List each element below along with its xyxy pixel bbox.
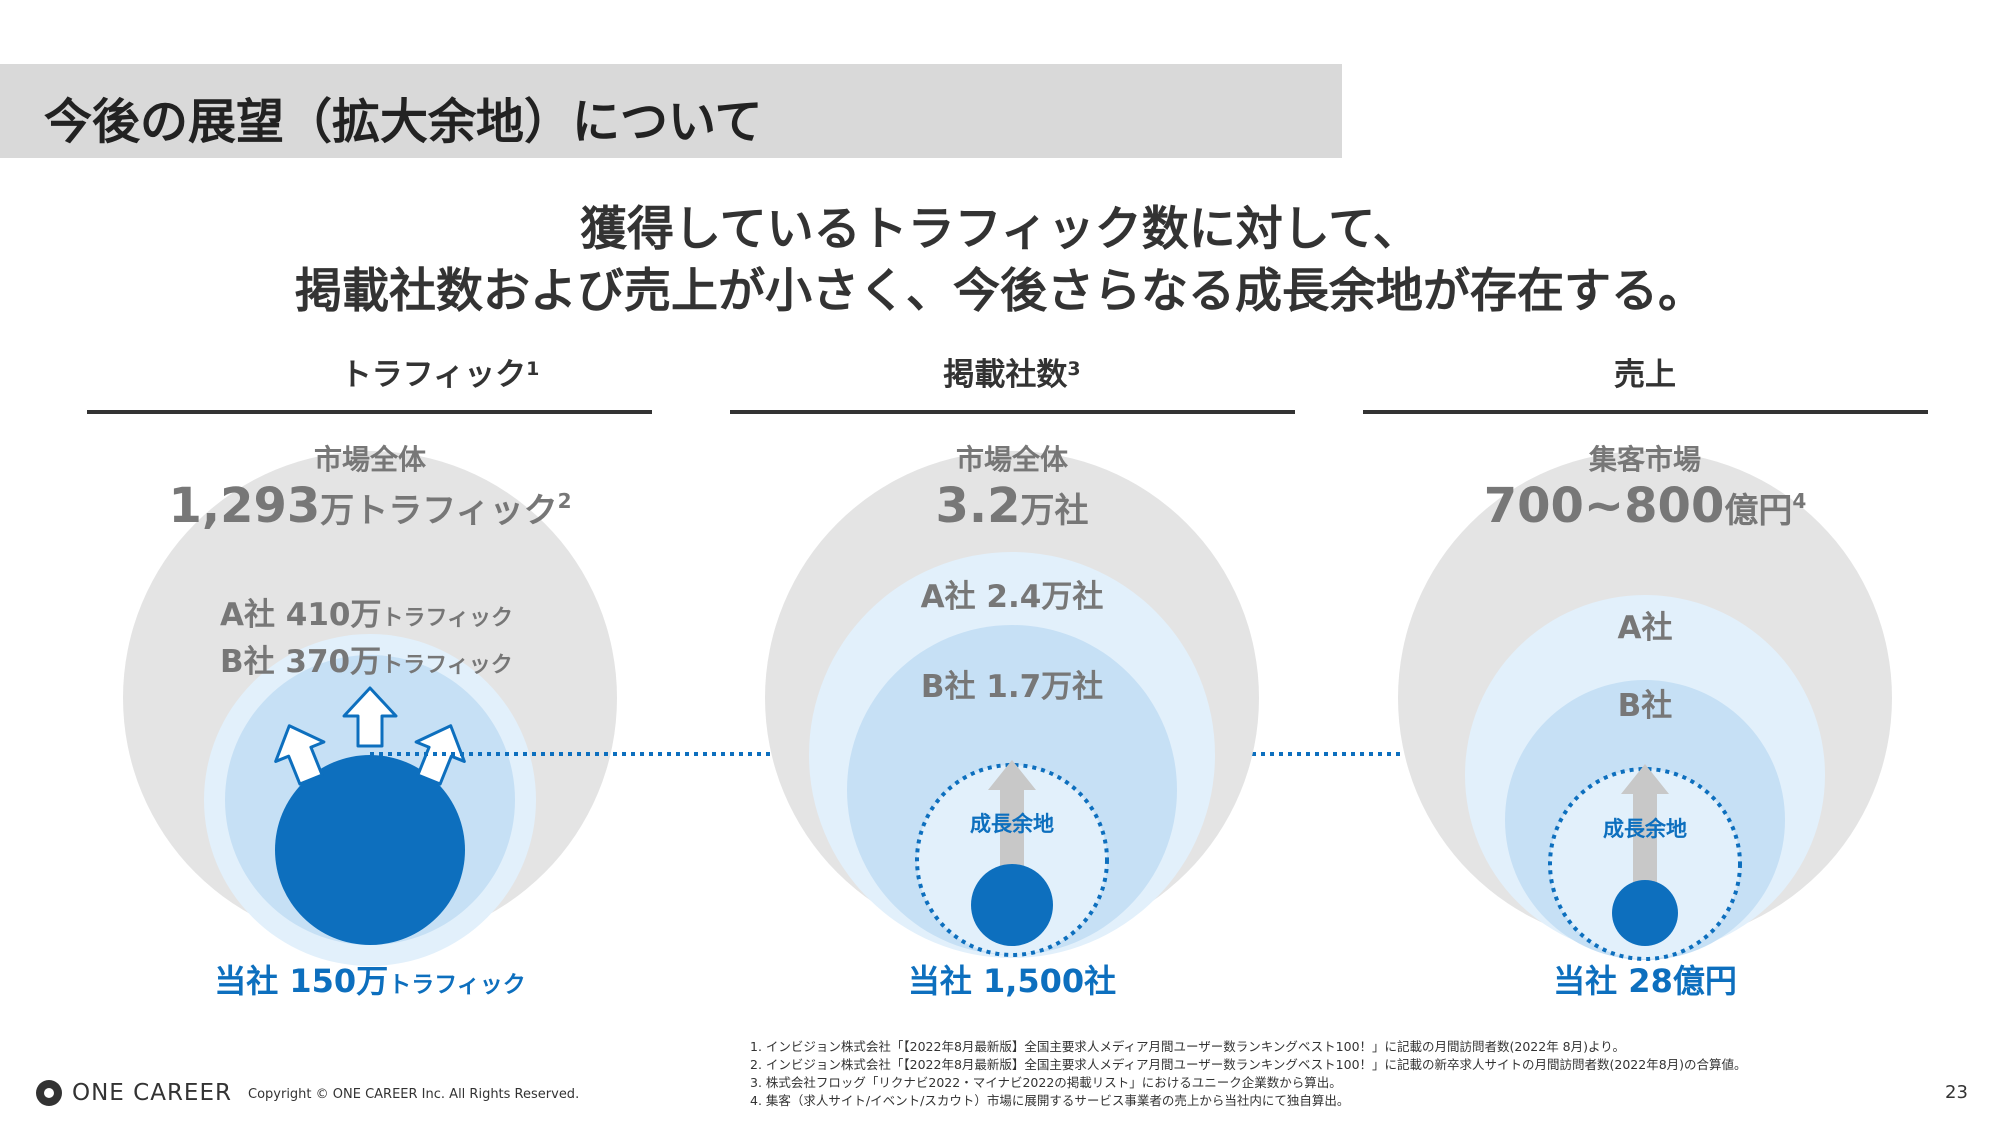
market-value: 1,293万トラフィック2 [168, 478, 571, 534]
growth-label: 成長余地 [970, 812, 1054, 836]
headline-line-2: 掲載社数および売上が小さく、今後さらなる成長余地が存在する。 [295, 264, 1705, 319]
column-header: 掲載社数3 [943, 357, 1080, 393]
company-b-label: B社 370万トラフィック [220, 644, 513, 680]
our-company-circle [275, 755, 465, 945]
market-value: 700~800億円4 [1484, 478, 1807, 534]
market-label: 集客市場 [1588, 443, 1701, 476]
growth-label: 成長余地 [1603, 817, 1687, 841]
our-company-circle [971, 864, 1053, 946]
growth-arrow-icon [1621, 764, 1669, 885]
footnote: 3. 株式会社フロッグ「リクナビ2022・マイナビ2022の掲載リスト」における… [750, 1075, 1342, 1090]
column-listings: 掲載社数3 市場全体 3.2万社 A社 2.4万社 B社 1.7万社 成長余地 … [730, 357, 1295, 1000]
market-label: 市場全体 [956, 443, 1069, 476]
logo-mark-icon [36, 1080, 62, 1106]
page-number: 23 [1945, 1082, 1968, 1103]
market-label: 市場全体 [314, 443, 427, 476]
column-header: 売上 [1614, 357, 1676, 393]
logo-text: ONE CAREER [72, 1080, 232, 1106]
our-company-circle [1612, 880, 1678, 946]
up-right-arrow-icon [414, 724, 466, 786]
footnote: 4. 集客（求人サイト/イベント/スカウト）市場に展開するサービス事業者の売上か… [750, 1093, 1350, 1108]
headline-line-1: 獲得しているトラフィック数に対して、 [580, 202, 1420, 257]
company-logo: ONE CAREER [36, 1080, 232, 1106]
footnote: 1. インビジョン株式会社「【2022年8月最新版】全国主要求人メディア月間ユー… [750, 1039, 1626, 1054]
our-company-label: 当社 1,500社 [908, 962, 1116, 1000]
company-b-label: B社 1.7万社 [921, 669, 1103, 705]
growth-arrow-icon [988, 760, 1036, 880]
page-title: 今後の展望（拡大余地）について [44, 94, 763, 150]
column-header: トラフィック1 [341, 357, 540, 393]
company-a-label: A社 [1618, 610, 1673, 646]
footnote: 2. インビジョン株式会社「【2022年8月最新版】全国主要求人メディア月間ユー… [750, 1057, 1747, 1072]
column-revenue: 売上 集客市場 700~800億円4 A社 B社 成長余地 当社 28億円 [1363, 357, 1928, 1000]
company-a-label: A社 2.4万社 [921, 579, 1104, 615]
company-b-label: B社 [1618, 688, 1673, 724]
market-value: 3.2万社 [935, 478, 1088, 534]
our-company-label: 当社 150万トラフィック [214, 962, 526, 1000]
title-bar: 今後の展望（拡大余地）について [0, 64, 1342, 158]
copyright: Copyright © ONE CAREER Inc. All Rights R… [248, 1087, 580, 1102]
up-arrow-icon [342, 686, 398, 748]
up-left-arrow-icon [274, 724, 326, 786]
footnotes: 1. インビジョン株式会社「【2022年8月最新版】全国主要求人メディア月間ユー… [750, 1038, 1747, 1110]
our-company-label: 当社 28億円 [1553, 962, 1737, 1000]
column-traffic: トラフィック1 市場全体 1,293万トラフィック2 A社 410万トラフィック… [87, 357, 652, 1000]
company-a-label: A社 410万トラフィック [220, 597, 513, 633]
